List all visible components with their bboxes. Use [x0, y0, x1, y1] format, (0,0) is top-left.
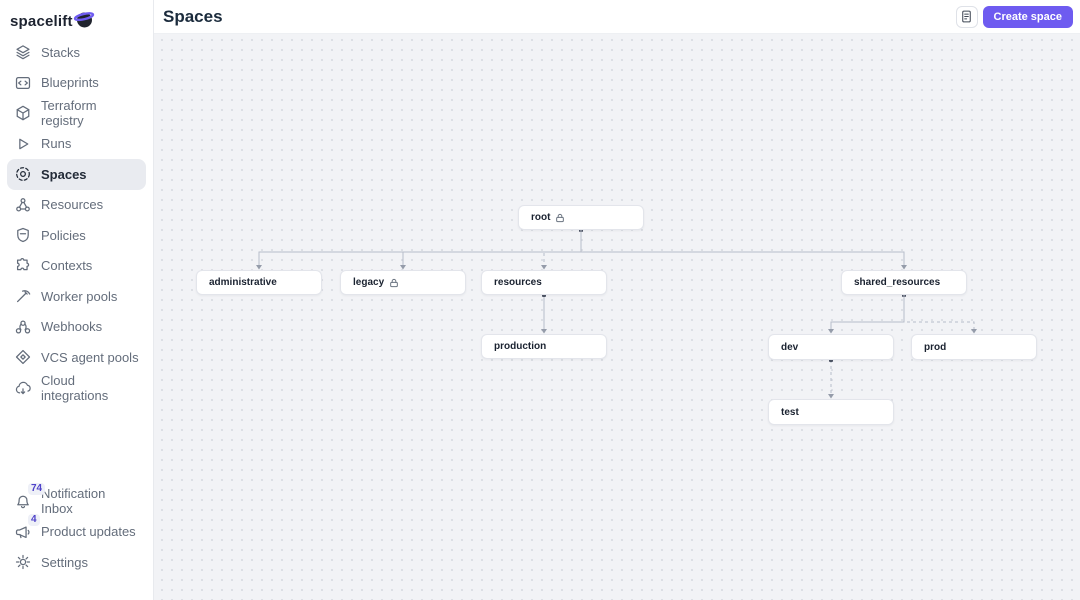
- space-edges: [256, 228, 977, 399]
- space-node-label: test: [781, 406, 799, 418]
- megaphone-icon: [14, 523, 32, 541]
- sidebar-item-blueprints[interactable]: Blueprints: [7, 68, 146, 99]
- space-edge-root-legacy: [402, 230, 582, 269]
- stacks-icon: [14, 43, 32, 61]
- sidebar-item-label: Product updates: [41, 524, 136, 540]
- edge-arrowhead: [541, 265, 547, 270]
- webhooks-icon: [14, 318, 32, 336]
- space-node-dev[interactable]: dev: [768, 334, 894, 360]
- terraform-registry-icon: [14, 104, 32, 122]
- space-edge-root-shared_resources: [580, 230, 905, 269]
- lock-icon: [389, 278, 399, 288]
- cloud-integrations-icon: [14, 379, 32, 397]
- space-node-production[interactable]: production: [481, 334, 607, 359]
- gear-icon: [14, 553, 32, 571]
- space-edge-shared_resources-dev: [830, 295, 905, 333]
- edge-arrowhead: [256, 265, 262, 270]
- space-node-label: resources: [494, 277, 542, 288]
- resources-icon: [14, 196, 32, 214]
- sidebar-item-vcs-agent-pools[interactable]: VCS agent pools: [7, 342, 146, 373]
- sidebar-item-label: Terraform registry: [41, 98, 97, 129]
- sidebar-item-stacks[interactable]: Stacks: [7, 37, 146, 68]
- notification-badge: 74: [28, 483, 46, 495]
- space-edge-shared_resources-prod: [903, 295, 975, 333]
- bell-icon: [14, 492, 32, 510]
- edge-arrowhead: [901, 265, 907, 270]
- sidebar-item-contexts[interactable]: Contexts: [7, 251, 146, 282]
- sidebar-item-label: Blueprints: [41, 75, 99, 91]
- page-title: Spaces: [163, 6, 223, 26]
- space-node-legacy[interactable]: legacy: [340, 270, 466, 295]
- sidebar-item-webhooks[interactable]: Webhooks: [7, 312, 146, 343]
- space-node-prod[interactable]: prod: [911, 334, 1037, 360]
- edge-arrowhead: [828, 329, 834, 334]
- space-node-root[interactable]: root: [518, 205, 644, 230]
- runs-icon: [14, 135, 32, 153]
- spacelift-logo[interactable]: spacelift: [0, 0, 153, 32]
- space-node-administrative[interactable]: administrative: [196, 270, 322, 295]
- spacelift-logo-text: spacelift: [10, 12, 73, 30]
- sidebar-item-label: Worker pools: [41, 288, 118, 304]
- sidebar-item-label: Cloud integrations: [41, 372, 109, 403]
- sidebar-item-label: Policies: [41, 227, 86, 243]
- sidebar-item-label: Notification Inbox: [41, 486, 106, 517]
- sidebar-item-label: Webhooks: [41, 319, 103, 335]
- sidebar-item-label: VCS agent pools: [41, 349, 139, 365]
- create-space-button[interactable]: Create space: [982, 5, 1073, 28]
- space-node-label: root: [531, 212, 551, 223]
- blueprints-icon: [14, 74, 32, 92]
- sidebar-item-cloud-integrations[interactable]: Cloud integrations: [7, 373, 146, 404]
- worker-pools-icon: [14, 287, 32, 305]
- sidebar-item-terraform-registry[interactable]: Terraform registry: [7, 98, 146, 129]
- edge-arrowhead: [828, 394, 834, 399]
- contexts-icon: [14, 257, 32, 275]
- page-header: Spaces Create space: [154, 0, 1080, 34]
- sidebar-item-label: Runs: [41, 136, 72, 152]
- sidebar-item-label: Contexts: [41, 258, 93, 274]
- space-node-label: shared_resources: [854, 277, 941, 288]
- spaces-icon: [14, 165, 32, 183]
- document-icon: [959, 9, 974, 24]
- space-node-shared_resources[interactable]: shared_resources: [841, 270, 967, 295]
- sidebar-item-label: Spaces: [41, 166, 87, 182]
- sidebar-item-label: Settings: [41, 554, 88, 570]
- notification-badge: 4: [28, 513, 40, 526]
- sidebar-item-label: Stacks: [41, 44, 81, 60]
- edge-arrowhead: [541, 329, 547, 334]
- sidebar-item-label: Resources: [41, 197, 104, 213]
- space-node-label: dev: [781, 341, 799, 353]
- edge-arrowhead: [400, 265, 406, 270]
- space-edge-root-resources: [543, 230, 582, 269]
- sidebar-item-runs[interactable]: Runs: [7, 129, 146, 160]
- sidebar-item-spaces[interactable]: Spaces: [7, 159, 146, 190]
- documentation-button[interactable]: [955, 5, 978, 28]
- sidebar-item-policies[interactable]: Policies: [7, 220, 146, 251]
- space-node-label: legacy: [353, 277, 385, 288]
- sidebar-item-settings[interactable]: Settings: [7, 547, 147, 578]
- sidebar-item-resources[interactable]: Resources: [7, 190, 146, 221]
- main-area: Spaces Create space root administrative le…: [154, 0, 1080, 600]
- lock-icon: [555, 213, 565, 223]
- vcs-agent-pools-icon: [14, 348, 32, 366]
- space-node-label: prod: [924, 341, 947, 353]
- edge-arrowhead: [971, 329, 977, 334]
- space-node-label: administrative: [209, 277, 277, 288]
- space-node-resources[interactable]: resources: [481, 270, 607, 295]
- spaces-canvas[interactable]: root administrative legacy resources shared_…: [154, 34, 1080, 600]
- space-node-test[interactable]: test: [768, 399, 894, 425]
- space-edge-root-administrative: [258, 230, 582, 269]
- policies-icon: [14, 226, 32, 244]
- header-actions: Create space: [955, 5, 1073, 28]
- sidebar-item-worker-pools[interactable]: Worker pools: [7, 281, 146, 312]
- space-node-label: production: [494, 341, 547, 352]
- spacelift-mascot-icon: [71, 7, 95, 31]
